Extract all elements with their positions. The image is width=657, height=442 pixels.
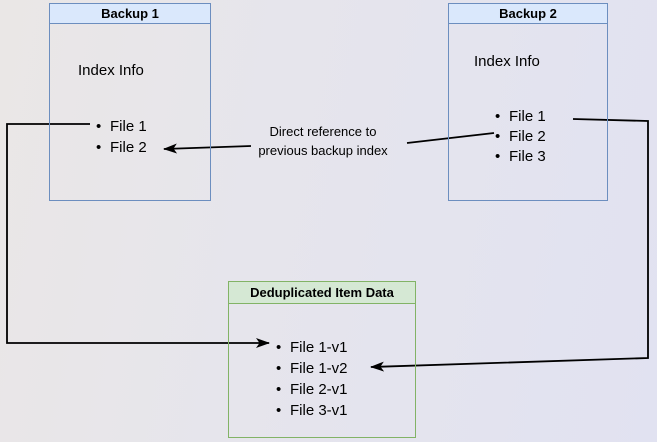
file-label: File 3 [509, 147, 546, 165]
file-label: File 1-v1 [290, 339, 348, 356]
file-label: File 2-v1 [290, 381, 348, 398]
annotation-label: Direct reference to previous backup inde… [258, 124, 388, 158]
deduplicated-item-data-box: Deduplicated Item Data • File 1-v1 • File … [228, 281, 416, 438]
list-item: • File 2-v1 [276, 379, 348, 400]
list-item: • File 3 [495, 146, 546, 166]
dedup-file-list: • File 1-v1 • File 1-v2 • File 2-v1 • File 3… [276, 337, 348, 421]
bullet-icon: • [276, 402, 282, 419]
backup2-subtitle: Index Info [474, 53, 540, 70]
file-label: File 1 [509, 107, 546, 125]
bullet-icon: • [96, 118, 102, 135]
bullet-icon: • [276, 360, 282, 377]
dedup-title: Deduplicated Item Data [229, 282, 415, 304]
backup1-subtitle: Index Info [78, 62, 144, 79]
file-label: File 1 [110, 118, 147, 135]
list-item: • File 1-v1 [276, 337, 348, 358]
list-item: • File 2 [495, 126, 546, 146]
list-item: • File 1 [495, 106, 546, 126]
backup1-box: Backup 1 Index Info • File 1 • File 2 [49, 3, 211, 201]
backup1-title: Backup 1 [50, 4, 210, 24]
backup2-file-list: • File 1 • File 2 • File 3 [495, 106, 546, 166]
list-item: • File 3-v1 [276, 400, 348, 421]
backup2-box: Backup 2 Index Info • File 1 • File 2 • Fil… [448, 3, 608, 201]
file-label: File 3-v1 [290, 402, 348, 419]
file-label: File 2 [509, 127, 546, 145]
list-item: • File 1-v2 [276, 358, 348, 379]
bullet-icon: • [495, 107, 501, 125]
backup2-title: Backup 2 [449, 4, 607, 24]
list-item: • File 2 [96, 137, 147, 158]
bullet-icon: • [96, 139, 102, 156]
bullet-icon: • [495, 127, 501, 145]
bullet-icon: • [276, 381, 282, 398]
bullet-icon: • [495, 147, 501, 165]
file-label: File 1-v2 [290, 360, 348, 377]
file-label: File 2 [110, 139, 147, 156]
backup1-file-list: • File 1 • File 2 [96, 116, 147, 158]
list-item: • File 1 [96, 116, 147, 137]
bullet-icon: • [276, 339, 282, 356]
